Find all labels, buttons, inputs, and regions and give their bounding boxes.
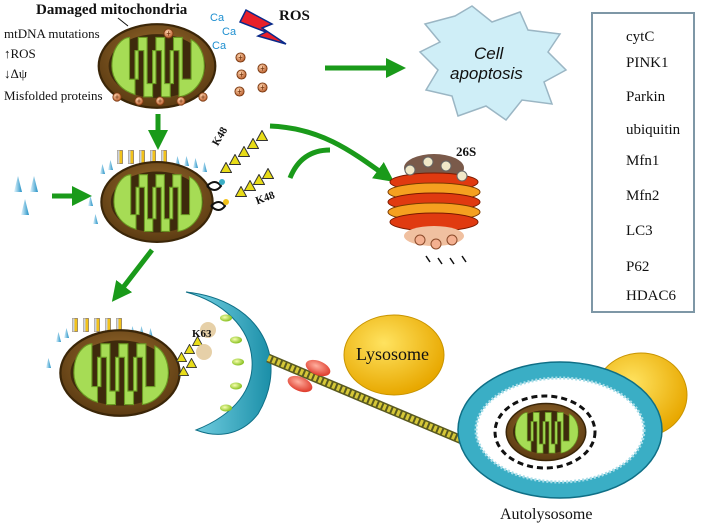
autolysosome (457, 352, 688, 499)
ros-label: ROS (279, 8, 310, 24)
legend (591, 12, 695, 313)
ros-lightning-icon (238, 8, 287, 45)
arrow-to-proteasome (269, 123, 395, 182)
mitochondrion-k63 (46, 318, 216, 417)
ubiquitin-chain-k48 (220, 130, 274, 197)
ca-label-3: Ca (212, 40, 227, 52)
ca-label-2: Ca (222, 26, 237, 38)
free-parkin (14, 176, 38, 215)
hdac6-on-track (287, 359, 331, 393)
diagram-title: Damaged mitochondria (36, 2, 188, 18)
legend-label-mfn1: Mfn1 (626, 153, 660, 169)
trigger-membrane-potential: ↓Δψ (4, 66, 27, 81)
trigger-ros: ↑ROS (4, 46, 36, 61)
legend-label-cytc: cytC (626, 29, 655, 45)
legend-label-p62: P62 (626, 259, 650, 275)
trigger-mtdna: mtDNA mutations (4, 26, 100, 41)
autolysosome-label: Autolysosome (500, 506, 593, 523)
legend-label-lc3: LC3 (626, 223, 653, 239)
lysosome (343, 314, 445, 396)
ca-label-1: Ca (210, 12, 225, 24)
phagophore (185, 291, 272, 435)
up-arrow-icon: ↑ (4, 46, 11, 61)
proteasome (387, 154, 481, 265)
apoptosis-cloud (418, 5, 568, 122)
legend-label-parkin: Parkin (626, 89, 666, 105)
apoptosis-label-line1: Cell (474, 44, 504, 63)
arrow-merge (287, 147, 331, 180)
legend-label-ubiquitin: ubiquitin (626, 122, 681, 138)
k63-label: K63 (192, 328, 212, 340)
legend-label-pink1: PINK1 (626, 55, 669, 71)
mfn-proteins (206, 179, 229, 211)
down-arrow-icon: ↓ (4, 66, 11, 81)
legend-label-mfn2: Mfn2 (626, 188, 660, 204)
mitochondrion-pink1-parkin (88, 130, 274, 244)
apoptosis-label-line2: apoptosis (450, 64, 523, 83)
microtubule (266, 353, 464, 445)
p62-on-cargo (196, 322, 216, 360)
released-cytc (234, 52, 268, 97)
legend-label-hdac6: HDAC6 (626, 288, 677, 304)
lc3-on-phagophore (220, 314, 244, 412)
arrow-down-2 (111, 248, 154, 302)
proteasome-label: 26S (456, 144, 477, 159)
lysosome-label: Lysosome (356, 344, 430, 364)
trigger-misfolded: Misfolded proteins (4, 88, 103, 103)
damaged-mitochondrion (97, 17, 217, 109)
